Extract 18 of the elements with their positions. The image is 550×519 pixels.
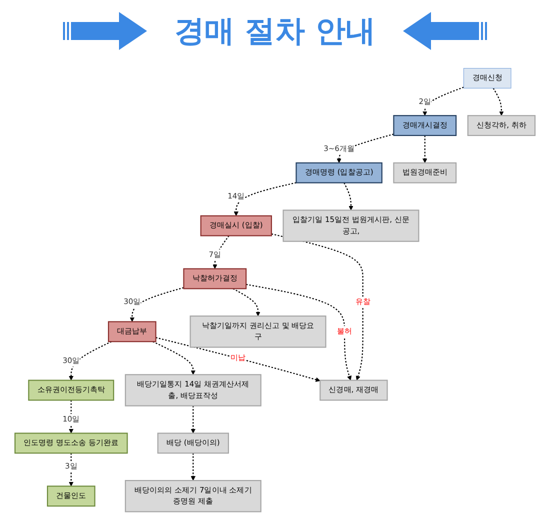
arrow bbox=[271, 233, 364, 380]
arrow bbox=[336, 134, 394, 164]
arrow bbox=[232, 288, 260, 316]
arrow bbox=[234, 182, 296, 216]
arrow bbox=[156, 337, 320, 382]
title: 경매 절차 안내 bbox=[174, 12, 376, 50]
arrow bbox=[190, 453, 196, 481]
arrow bbox=[246, 284, 352, 380]
arrow bbox=[152, 341, 196, 375]
arrow bbox=[190, 406, 196, 434]
arrow bbox=[130, 287, 184, 322]
arrow bbox=[422, 86, 464, 116]
arrow bbox=[68, 400, 74, 434]
arrow bbox=[68, 341, 112, 380]
arrow bbox=[68, 453, 74, 486]
arrow bbox=[344, 182, 354, 210]
arrow bbox=[422, 135, 428, 164]
arrow bbox=[492, 88, 504, 116]
